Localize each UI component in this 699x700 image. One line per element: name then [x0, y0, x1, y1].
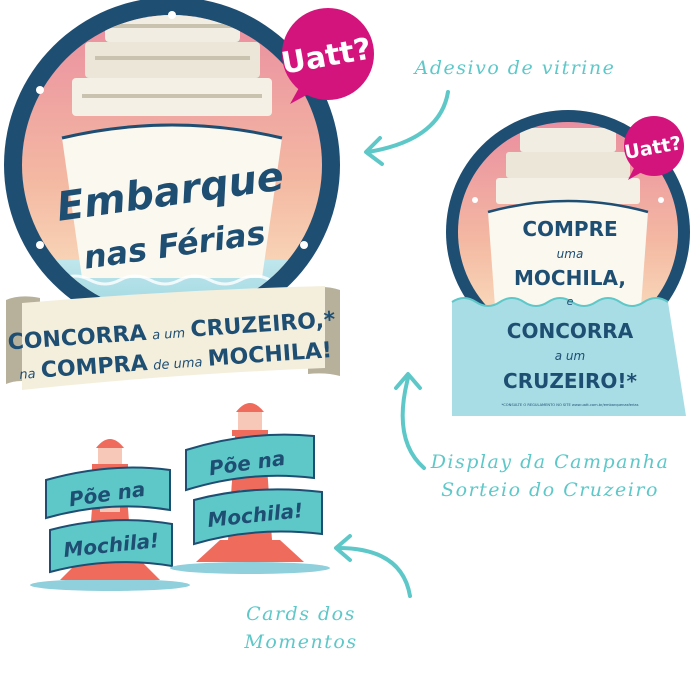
ship-icon	[487, 128, 649, 320]
display-line-mochila: MOCHILA,	[514, 266, 626, 290]
caption-cards: Cards dos Momentos	[216, 600, 386, 656]
ship-icon	[61, 15, 283, 278]
banner-de-uma: de uma	[153, 355, 203, 373]
caption-sticker-text: Adesivo de vitrine	[414, 57, 616, 79]
display-line-e: e	[567, 295, 574, 308]
card-2: Põe na Mochila!	[170, 403, 330, 574]
caption-sticker: Adesivo de vitrine	[400, 54, 630, 82]
display-fine-print: *CONSULTE O REGULAMENTO NO SITE www.uatt…	[502, 403, 639, 407]
uatt-logo: Uatt?	[279, 8, 374, 104]
arrow-icon	[394, 372, 426, 470]
banner-a-um: a um	[152, 326, 186, 343]
display-line-concorra: CONCORRA	[507, 319, 634, 343]
caption-cards-line1: Cards dos	[246, 603, 356, 625]
display-line-cruzeiro: CRUZEIRO!*	[503, 369, 637, 393]
caption-display-line2: Sorteio do Cruzeiro	[441, 479, 659, 501]
sticker-artwork: Embarque nas Férias CONCORRA a um CRUZEI…	[4, 0, 374, 390]
display-artwork: COMPRE uma MOCHILA, e CONCORRA a um CRUZ…	[446, 110, 690, 416]
sticker-banner: CONCORRA a um CRUZEIRO,* na COMPRA de um…	[6, 286, 340, 390]
caption-display-line1: Display da Campanha	[430, 451, 670, 473]
display-line-uma: uma	[557, 247, 584, 261]
caption-display: Display da Campanha Sorteio do Cruzeiro	[420, 448, 680, 504]
arrow-icon	[364, 90, 450, 166]
card-1: Põe na Mochila!	[30, 439, 190, 591]
display-line-a-um: a um	[555, 349, 585, 363]
banner-na: na	[19, 367, 36, 383]
caption-cards-line2: Momentos	[244, 631, 358, 653]
display-sea-panel	[452, 298, 686, 416]
display-line-compre: COMPRE	[522, 217, 617, 241]
display-uatt-logo: Uatt?	[623, 116, 684, 180]
arrow-icon	[334, 534, 412, 598]
